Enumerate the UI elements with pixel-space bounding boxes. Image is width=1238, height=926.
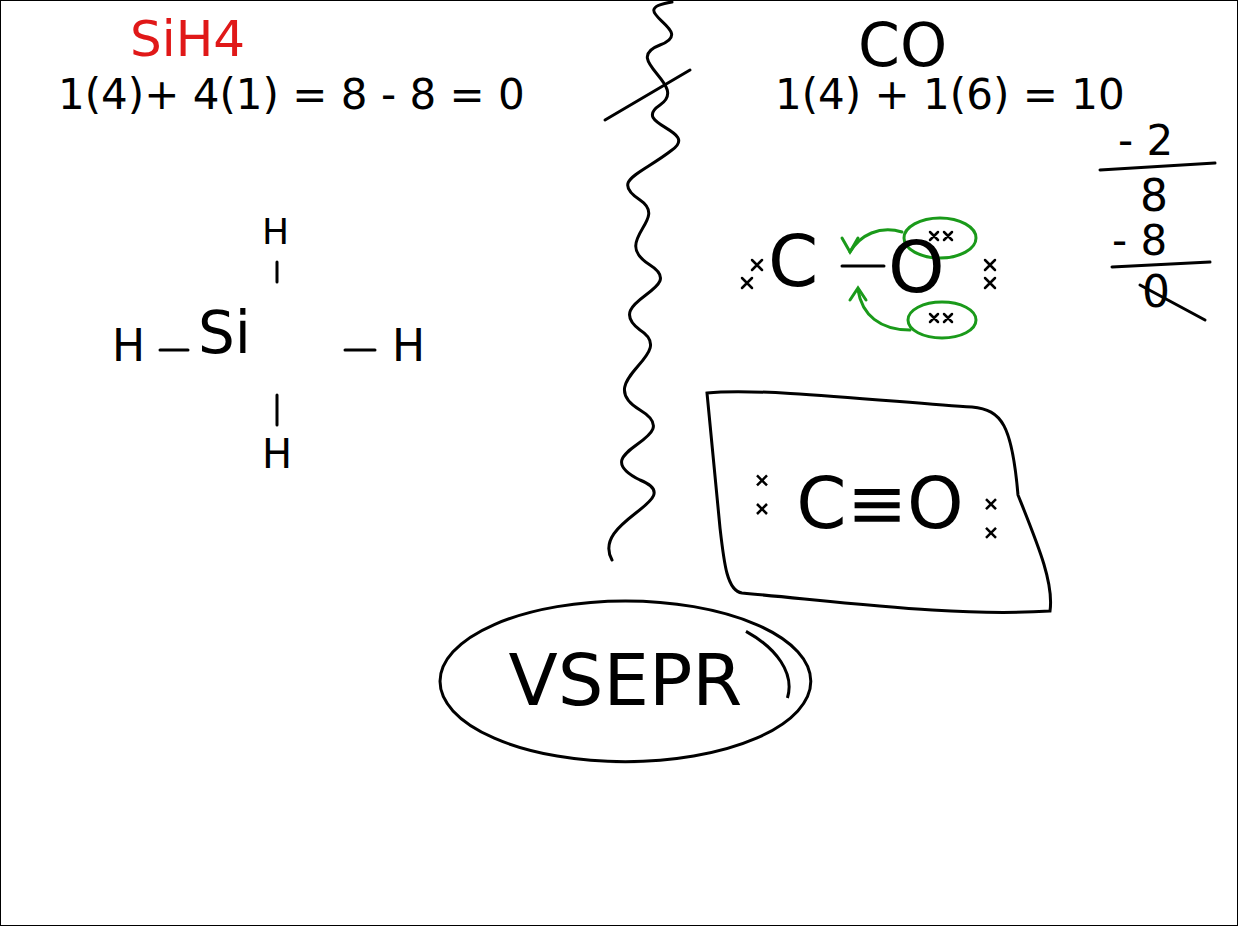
subtraction-step: - 2 [1118,118,1173,164]
node-text: C≡O [796,464,963,543]
subtraction-step: 8 [1140,172,1168,220]
electron-count: 1(4) + 1(6) = 10 [775,72,1125,118]
atom-symbol: Si [198,302,251,366]
atom-symbol: H [262,432,292,476]
circled-term: VSEPR [437,598,814,765]
electron-count: 1(4)+ 4(1) = 8 - 8 = 0 [58,72,525,118]
atom-symbol: H [262,212,289,252]
formula-heading: CO [858,12,947,78]
subtraction-step: - 8 [1112,218,1167,264]
formula-heading: SiH4 [130,12,245,67]
atom-symbol: O [888,228,945,307]
boxed-structure: C≡O [702,385,1058,623]
result-zero: 0 [1142,268,1170,316]
atom-symbol: H [112,322,145,370]
node-text: VSEPR [508,642,742,721]
atom-symbol: H [392,322,425,370]
atom-symbol: C [768,222,818,301]
